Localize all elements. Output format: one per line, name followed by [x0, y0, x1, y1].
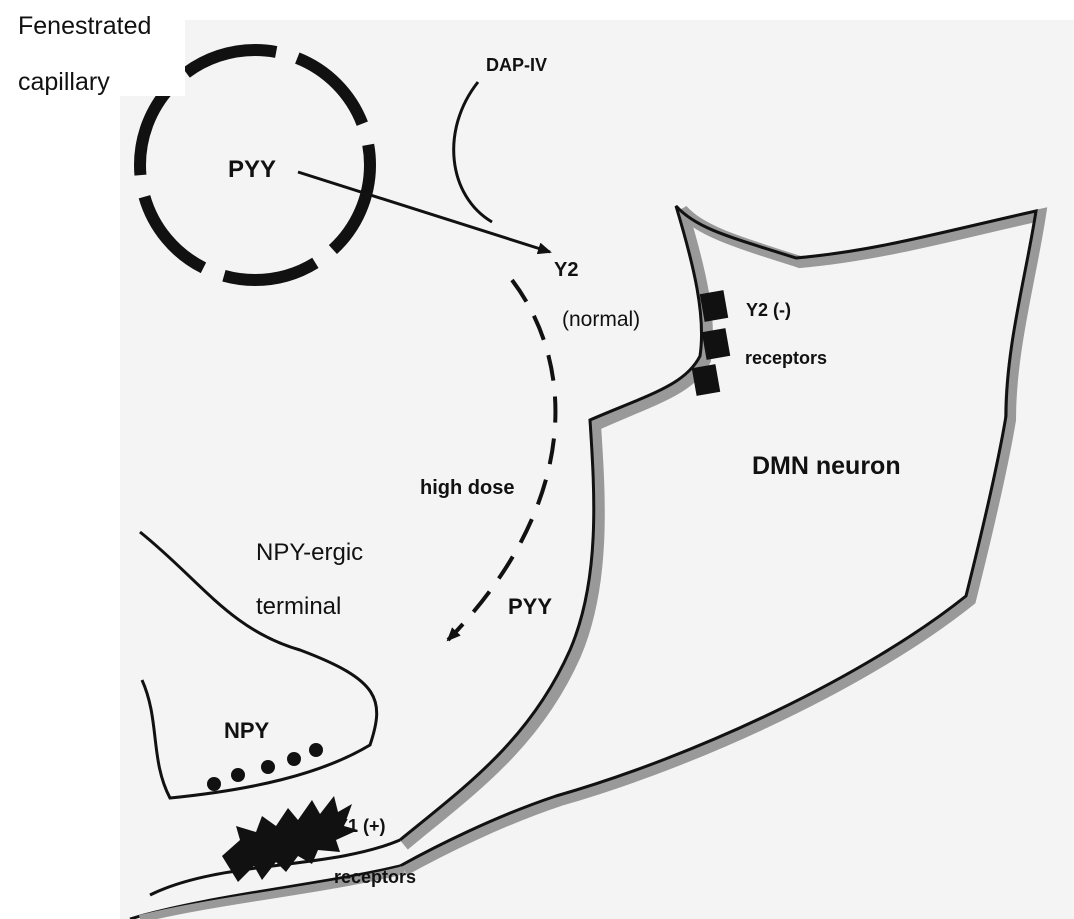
npy-vesicle [287, 752, 301, 766]
npy-vesicle [207, 777, 221, 791]
npy-vesicle [231, 768, 245, 782]
y2-receptor-block [692, 364, 720, 396]
npy-vesicle [261, 760, 275, 774]
npy-ergic-label: NPY-ergic [256, 541, 363, 565]
fenestrated-label: Fenestrated [18, 14, 151, 39]
normal-label: (normal) [562, 309, 640, 330]
pyy-capillary-label: PYY [228, 158, 276, 182]
dmn-neuron-label: DMN neuron [752, 454, 901, 479]
receptors-lower-label: receptors [334, 868, 416, 886]
receptors-upper-label: receptors [745, 349, 827, 367]
high-dose-label: high dose [420, 478, 514, 498]
terminal-label: terminal [256, 595, 341, 619]
y2-receptor-blocks [692, 290, 730, 396]
y2-minus-label: Y2 (-) [746, 301, 791, 319]
dap-iv-enzyme-arc [454, 82, 492, 222]
y2-receptor-block [702, 328, 730, 360]
y2-label: Y2 [554, 260, 578, 280]
high-dose-dashed-arc [448, 280, 555, 640]
npy-vesicle [309, 743, 323, 757]
npy-label: NPY [224, 720, 269, 742]
y2-receptor-block [700, 290, 728, 322]
pyy-high-dose-label: PYY [508, 596, 552, 618]
y1-plus-label: Y1 (+) [336, 817, 386, 835]
dap-iv-label: DAP-IV [486, 56, 547, 74]
capillary-label: capillary [18, 70, 110, 95]
npy-ergic-terminal-outline [140, 532, 377, 798]
